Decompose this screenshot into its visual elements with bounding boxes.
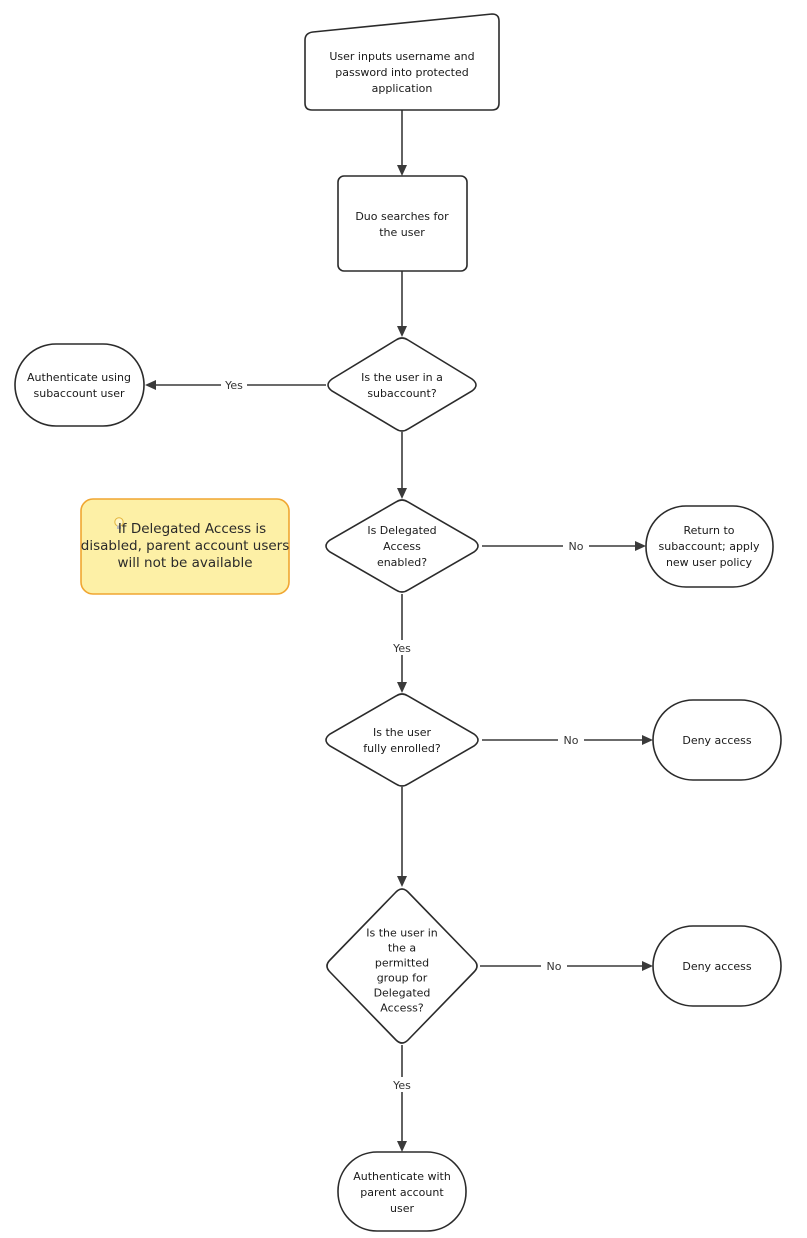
node-duo-search: Duo searches for the user — [337, 175, 468, 272]
text-line: new user policy — [666, 556, 753, 569]
arrowhead — [397, 682, 407, 693]
node-deny-access-1: Deny access — [652, 699, 782, 781]
edge-label-delegated-yes: Yes — [392, 642, 411, 655]
text-line: Is the user in a — [361, 371, 443, 384]
text-line: parent account — [360, 1186, 444, 1199]
arrowhead — [145, 380, 156, 390]
node-duo-search-text: Duo searches for the user — [355, 210, 449, 239]
node-deny-access-1-text: Deny access — [682, 734, 752, 747]
node-authenticate-subaccount-text: Authenticate using subaccount user — [27, 371, 131, 400]
node-return-subaccount-text: Return to subaccount; apply new user polic… — [659, 524, 760, 569]
arrowhead — [397, 488, 407, 499]
arrowhead — [397, 165, 407, 176]
text-line: If Delegated Access is — [118, 521, 266, 537]
node-authenticate-parent: Authenticate with parent account user — [337, 1151, 467, 1232]
text-line: the user — [379, 226, 425, 239]
arrowhead — [397, 876, 407, 887]
text-line: enabled? — [377, 556, 427, 569]
arrowhead — [635, 541, 646, 551]
text-line: group for — [377, 972, 428, 985]
text-line: permitted — [375, 957, 429, 970]
edge-label-enrolled-no: No — [564, 734, 579, 747]
text-line: Deny access — [682, 960, 752, 973]
text-line: user — [390, 1202, 414, 1215]
decision-fully-enrolled-text: Is the user fully enrolled? — [363, 726, 441, 755]
node-deny-access-2: Deny access — [652, 925, 782, 1007]
text-line: application — [372, 82, 433, 95]
arrowhead — [397, 1141, 407, 1152]
lightbulb-icon — [114, 517, 124, 529]
node-user-input-text: User inputs username and password into pr… — [329, 50, 474, 95]
text-line: User inputs username and — [329, 50, 474, 63]
text-line: Access? — [380, 1002, 424, 1015]
text-line: Duo searches for — [355, 210, 449, 223]
text-line: subaccount; apply — [659, 540, 760, 553]
text-line: Authenticate using — [27, 371, 131, 384]
decision-in-subaccount-text: Is the user in a subaccount? — [361, 371, 443, 400]
text-line: Is the user in — [366, 927, 438, 940]
node-return-subaccount: Return to subaccount; apply new user polic… — [645, 505, 774, 588]
text-line: Is the user — [373, 726, 431, 739]
node-authenticate-subaccount: Authenticate using subaccount user — [14, 343, 145, 427]
text-line: Return to — [683, 524, 734, 537]
text-line: Access — [383, 540, 421, 553]
edge-label-group-no: No — [547, 960, 562, 973]
text-line: Is Delegated — [367, 524, 436, 537]
edge-label-delegated-no: No — [569, 540, 584, 553]
node-deny-access-2-text: Deny access — [682, 960, 752, 973]
text-line: subaccount? — [367, 387, 437, 400]
decision-fully-enrolled: Is the user fully enrolled? — [325, 693, 479, 787]
text-line: Deny access — [682, 734, 752, 747]
text-line: will not be available — [117, 555, 252, 571]
edge-label-group-yes: Yes — [392, 1079, 411, 1092]
text-line: Authenticate with — [353, 1170, 451, 1183]
arrowhead — [642, 961, 653, 971]
node-user-input: User inputs username and password into pr… — [304, 13, 500, 111]
edge-labels: Yes No Yes No No Yes — [221, 377, 589, 1092]
edge-label-subaccount-yes: Yes — [224, 379, 243, 392]
text-line: Delegated — [374, 987, 431, 1000]
text-line: subaccount user — [34, 387, 125, 400]
arrowhead — [397, 326, 407, 337]
node-authenticate-parent-text: Authenticate with parent account user — [353, 1170, 451, 1215]
arrowhead — [642, 735, 653, 745]
text-line: disabled, parent account users — [81, 538, 290, 554]
text-line: password into protected — [335, 66, 468, 79]
decision-in-subaccount: Is the user in a subaccount? — [327, 337, 477, 432]
text-line: fully enrolled? — [363, 742, 441, 755]
text-line: the a — [388, 942, 416, 955]
